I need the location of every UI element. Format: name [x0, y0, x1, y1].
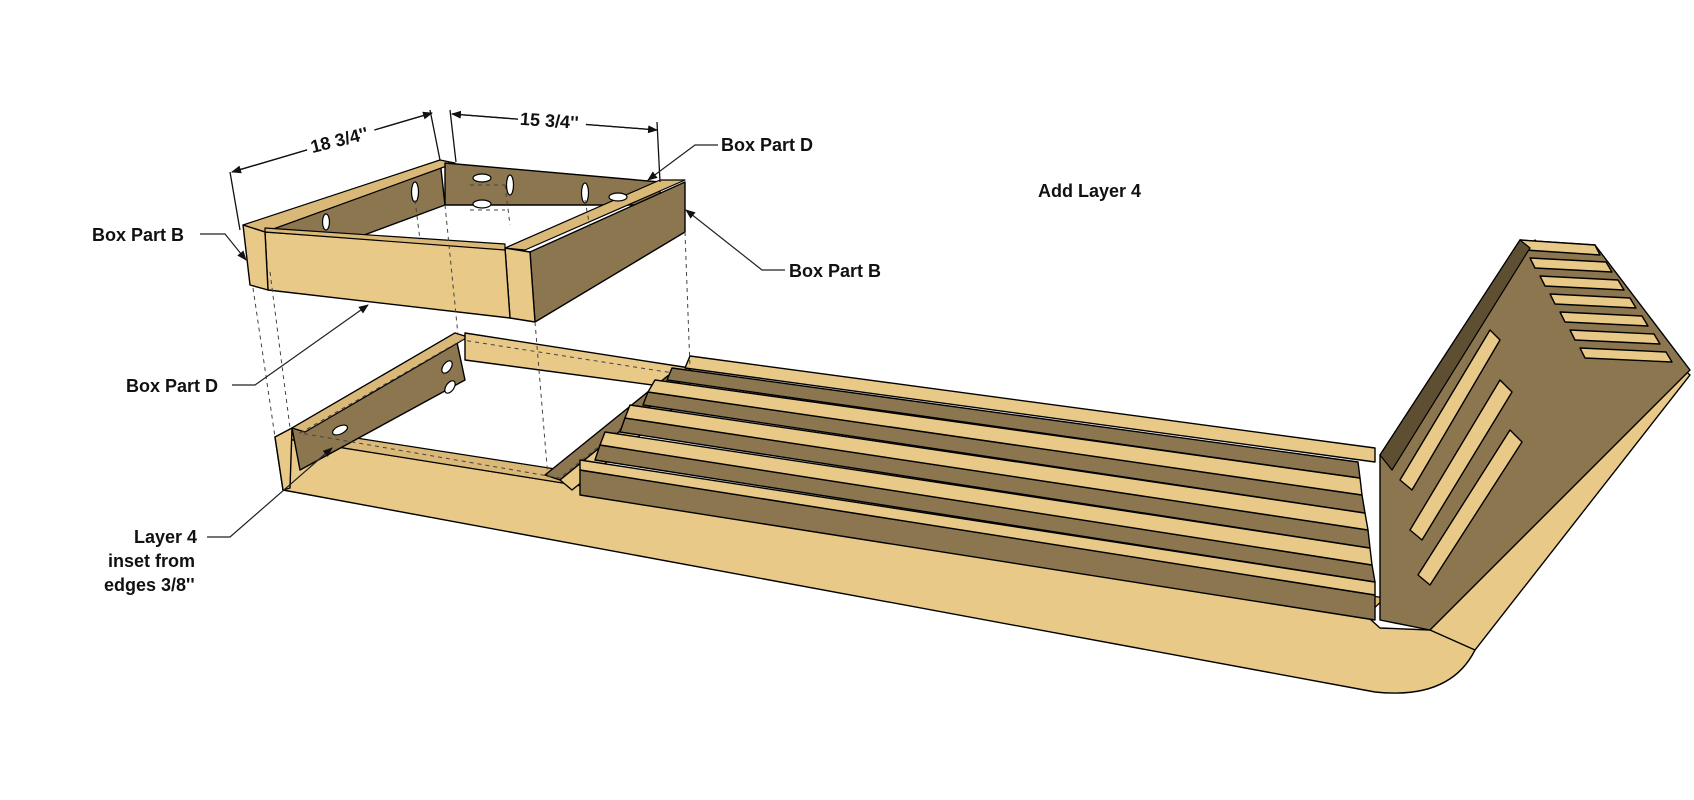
- backrest-slat-gap: [1409, 379, 1513, 541]
- diagram-title: Add Layer 4: [1038, 181, 1141, 201]
- backrest-slat-gap: [1399, 329, 1501, 491]
- box-right-part-b-top: [504, 179, 686, 251]
- callout-box-part-b-left: Box Part B: [92, 225, 184, 245]
- backrest-slat: [1529, 257, 1613, 273]
- seat-slat: [684, 355, 1376, 463]
- box-pocket-hole: [580, 182, 590, 204]
- layer4-inset-outline: [298, 339, 688, 479]
- seat-slat: [666, 367, 1361, 479]
- backrest: [1379, 239, 1691, 651]
- backrest-slat: [1559, 311, 1649, 327]
- callout-box-part-d-front: Box Part D: [126, 376, 218, 396]
- box-front-part-d-top: [264, 227, 506, 251]
- backrest-front-edge: [1379, 239, 1531, 471]
- seat-slat: [599, 431, 1373, 566]
- box-pocket-hole: [321, 213, 331, 231]
- box-pocket-hole: [608, 192, 628, 202]
- box-pocket-hole: [505, 174, 515, 196]
- base-pocket-hole: [444, 380, 456, 394]
- exploded-box: [242, 159, 686, 323]
- projection-lines: [252, 204, 691, 479]
- base-pocket-hole: [441, 360, 453, 374]
- callout-layer4-line1: Layer 4: [134, 527, 197, 547]
- box-pocket-hole: [472, 199, 492, 209]
- box-left-part-b: [242, 224, 269, 291]
- seat-slats: [579, 355, 1376, 621]
- box-pocket-hole: [472, 173, 492, 183]
- backrest-slat: [1539, 275, 1625, 291]
- seat-slat: [579, 459, 1376, 596]
- callout-box-part-b-right: Box Part B: [789, 261, 881, 281]
- callout-layer4-line2: inset from: [108, 551, 195, 571]
- box-pocket-hole: [410, 181, 420, 203]
- base-pocket-hole: [331, 424, 349, 436]
- backrest-slat: [1579, 347, 1673, 363]
- callout-layer4-line3: edges 3/8'': [104, 575, 195, 595]
- dimension-depth-label: 15 3/4'': [519, 109, 579, 133]
- base-left-end: [274, 427, 293, 491]
- callout-leaders: [200, 144, 785, 538]
- backrest-slat: [1569, 329, 1661, 345]
- backrest-slat-gap: [1417, 429, 1523, 586]
- box-hidden-lines: [414, 184, 591, 241]
- callout-box-part-d-top: Box Part D: [721, 135, 813, 155]
- backrest-slat: [1549, 293, 1637, 309]
